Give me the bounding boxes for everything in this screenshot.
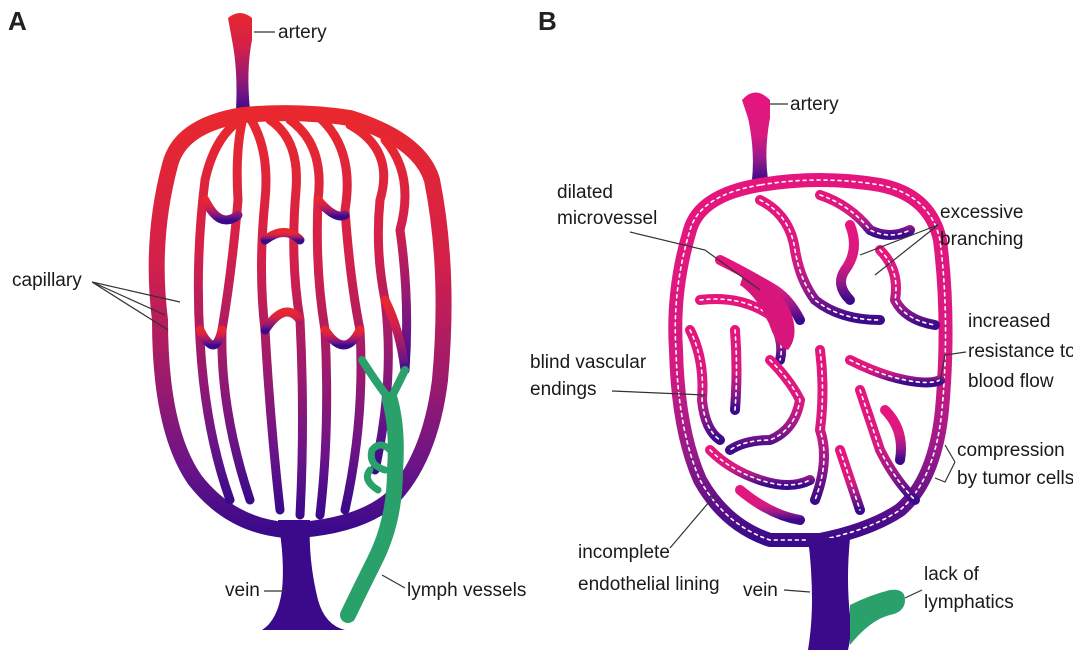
- panel-b-increased-label-2: resistance to: [968, 341, 1073, 362]
- panel-b-lack-leader: [905, 590, 922, 598]
- panel-b-vein-leader: [784, 590, 810, 592]
- panel-b-dilated-label-1: dilated: [557, 182, 613, 203]
- panel-a-capillaries: [198, 118, 406, 515]
- panel-b-lack-label-1: lack of: [924, 564, 980, 585]
- panel-a-lymph-leader: [382, 575, 405, 588]
- panel-b-incomplete-label-1: incomplete: [578, 542, 670, 563]
- panel-b-blind-label-2: endings: [530, 379, 597, 400]
- panel-b-lack-label-2: lymphatics: [924, 592, 1014, 613]
- panel-b-excessive-label-1: excessive: [940, 202, 1023, 223]
- panel-b-compression-label-2: by tumor cells: [957, 468, 1073, 489]
- panel-b-excessive-label-2: branching: [940, 229, 1023, 250]
- panel-b: B: [530, 6, 1073, 650]
- panel-b-lymphatic-stub: [850, 590, 905, 645]
- panel-a-letter: A: [8, 6, 27, 36]
- panel-a-vein-label: vein: [225, 580, 260, 601]
- panel-a: A: [8, 6, 526, 630]
- panel-b-increased-label-1: increased: [968, 311, 1050, 332]
- panel-b-vein: [808, 538, 851, 650]
- panel-a-artery-label: artery: [278, 22, 327, 43]
- panel-b-compression-label-1: compression: [957, 440, 1065, 461]
- panel-b-letter: B: [538, 6, 557, 36]
- panel-b-blind-label-1: blind vascular: [530, 352, 647, 373]
- panel-b-artery: [742, 93, 770, 181]
- panel-b-artery-label: artery: [790, 94, 839, 115]
- panel-a-lymph-label: lymph vessels: [407, 580, 526, 601]
- panel-b-blind-leader: [612, 391, 705, 395]
- panel-b-dilated-leader: [630, 232, 760, 290]
- panel-b-dilated-label-2: microvessel: [557, 208, 657, 229]
- panel-a-capillary-label: capillary: [12, 270, 82, 291]
- panel-b-vein-label: vein: [743, 580, 778, 601]
- panel-b-increased-label-3: blood flow: [968, 371, 1054, 392]
- panel-a-artery: [228, 13, 252, 110]
- panel-b-incomplete-leader: [670, 495, 715, 548]
- panel-b-incomplete-label-2: endothelial lining: [578, 574, 720, 595]
- panel-b-internal-vessels: [690, 195, 940, 520]
